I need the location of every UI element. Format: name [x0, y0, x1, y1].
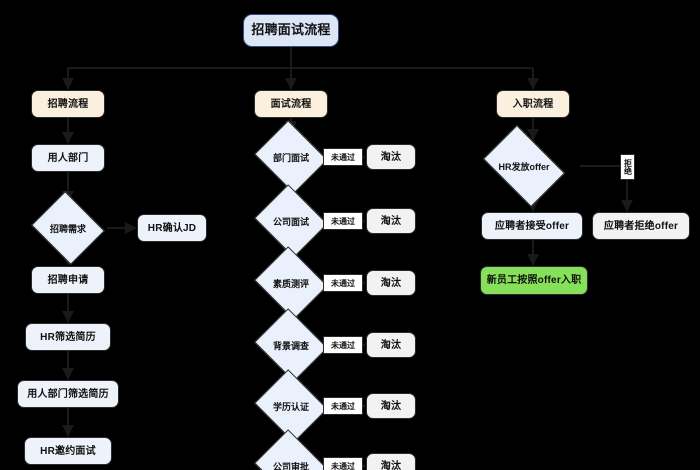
decision-label: 素质测评	[272, 278, 309, 289]
node-eliminated-4[interactable]: 淘汰	[366, 332, 416, 358]
edge-label-fail-2: 未通过	[323, 212, 363, 230]
node-department-screen-resume[interactable]: 用人部门筛选简历	[17, 380, 119, 408]
decision-label: 公司面试	[272, 216, 309, 227]
decision-quality-assessment[interactable]: 素质测评	[254, 246, 328, 320]
stage-header-interview[interactable]: 面试流程	[254, 90, 328, 118]
decision-label: 背景调查	[272, 340, 309, 351]
decision-background-check[interactable]: 背景调查	[254, 308, 328, 382]
node-hr-invite-interview[interactable]: HR邀约面试	[24, 437, 112, 465]
node-recruitment-application[interactable]: 招聘申请	[31, 266, 105, 294]
node-hr-screen-resume[interactable]: HR筛选简历	[25, 323, 111, 351]
decision-label: HR发放offer	[498, 161, 550, 172]
edge-label-reject: 拒绝	[620, 154, 635, 180]
stage-header-onboarding[interactable]: 入职流程	[496, 90, 570, 118]
edge-label-fail-5: 未通过	[323, 397, 363, 415]
decision-department-interview[interactable]: 部门面试	[254, 120, 328, 194]
decision-education-verification[interactable]: 学历认证	[254, 369, 328, 443]
node-hr-confirm-jd[interactable]: HR确认JD	[137, 214, 207, 242]
edge-label-fail-6: 未通过	[323, 457, 363, 470]
node-eliminated-3[interactable]: 淘汰	[366, 270, 416, 296]
node-new-employee-onboard[interactable]: 新员工按照offer入职	[480, 266, 588, 295]
decision-recruitment-need[interactable]: 招聘需求	[31, 191, 105, 265]
decision-label: 公司审批	[272, 461, 309, 470]
node-eliminated-1[interactable]: 淘汰	[366, 144, 416, 170]
edge-label-fail-4: 未通过	[323, 336, 363, 354]
decision-hr-issue-offer[interactable]: HR发放offer	[482, 124, 566, 208]
decision-label: 部门面试	[272, 152, 309, 163]
node-eliminated-6[interactable]: 淘汰	[366, 453, 416, 470]
decision-label: 学历认证	[272, 401, 309, 412]
node-candidate-accepts-offer[interactable]: 应聘者接受offer	[481, 212, 583, 240]
stage-header-recruitment[interactable]: 招聘流程	[31, 90, 105, 118]
node-hiring-department[interactable]: 用人部门	[31, 144, 105, 172]
edge-label-fail-1: 未通过	[323, 148, 363, 166]
node-eliminated-5[interactable]: 淘汰	[366, 393, 416, 419]
decision-company-approval[interactable]: 公司审批	[254, 429, 328, 470]
decision-label: 招聘需求	[49, 223, 86, 234]
edge-label-fail-3: 未通过	[323, 274, 363, 292]
node-candidate-rejects-offer[interactable]: 应聘者拒绝offer	[592, 212, 690, 240]
node-eliminated-2[interactable]: 淘汰	[366, 208, 416, 234]
decision-company-interview[interactable]: 公司面试	[254, 184, 328, 258]
diagram-title: 招聘面试流程	[243, 14, 339, 47]
